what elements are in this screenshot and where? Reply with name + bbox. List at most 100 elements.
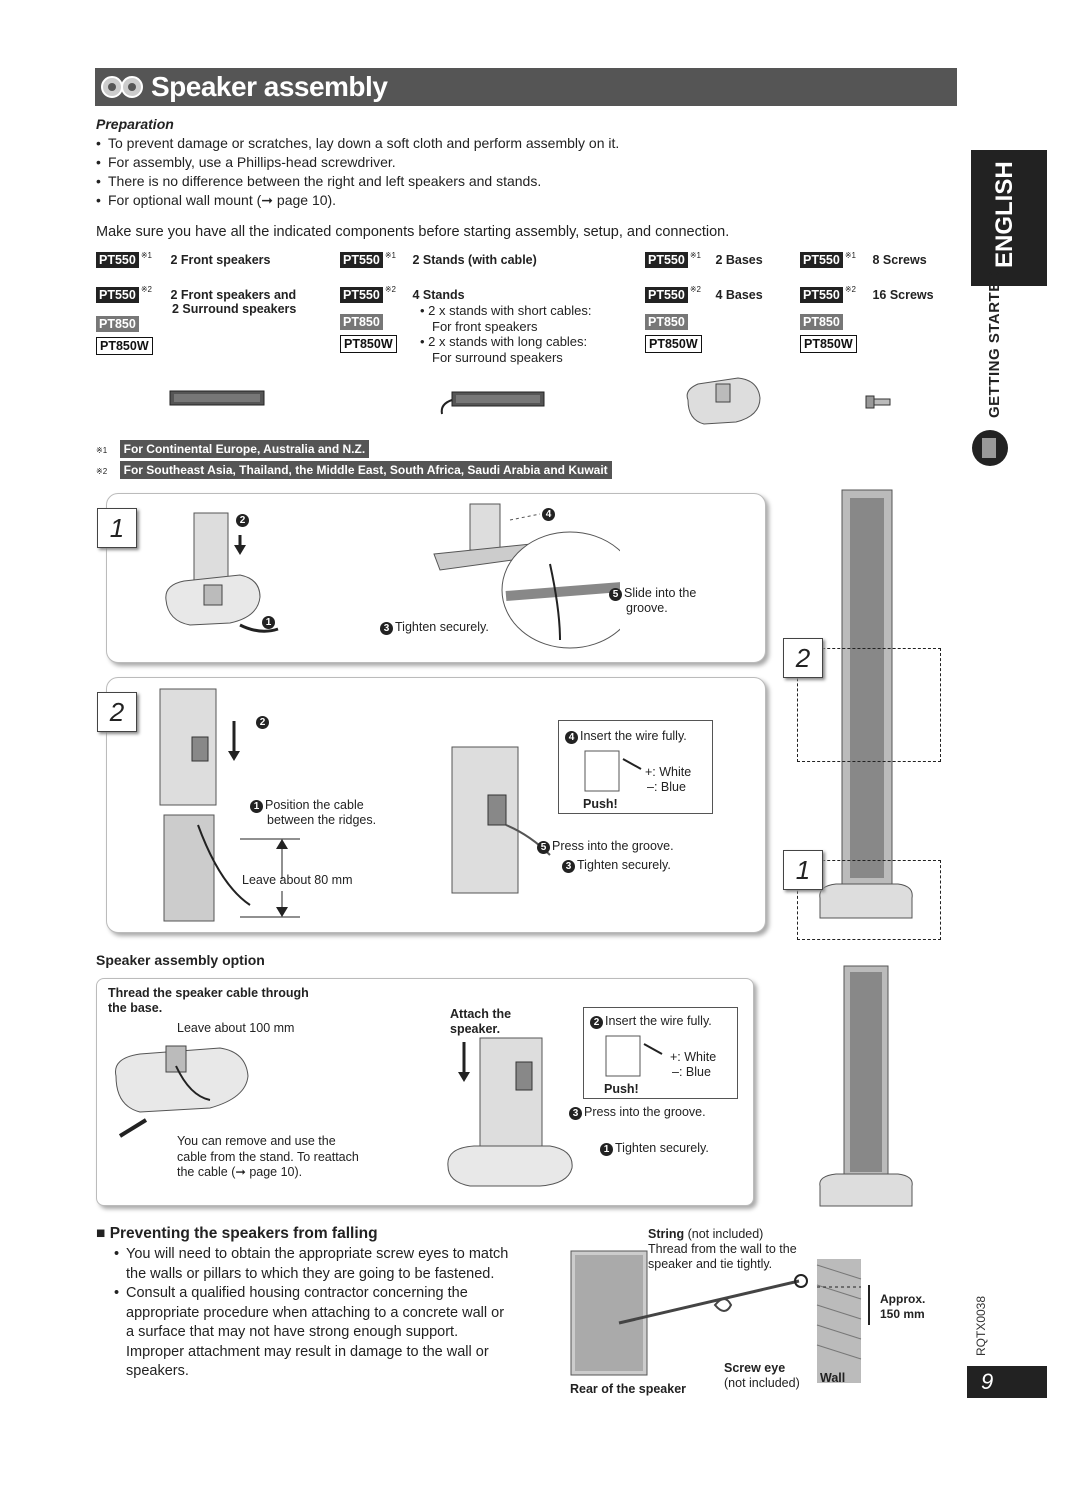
component-label: 16 Screws: [872, 287, 934, 302]
label-text: Tighten securely.: [577, 858, 671, 872]
components-intro: Make sure you have all the indicated com…: [96, 224, 730, 240]
footnote-mark: ※1: [689, 251, 701, 260]
marker-3: 3: [380, 622, 393, 635]
footnote-mark: ※2: [689, 285, 701, 295]
model-tag: PT850: [645, 313, 688, 330]
stand-detail: For surround speakers: [432, 349, 563, 365]
model-tag: PT550: [340, 286, 383, 303]
list-item: For optional wall mount (➞ page 10).: [96, 191, 796, 210]
marker-2: 2: [236, 514, 249, 527]
label-text: Insert the wire fully.: [580, 729, 687, 743]
label-text: (not included): [687, 1227, 764, 1241]
page-number: 9: [967, 1366, 1047, 1398]
component-label: 8 Screws: [872, 253, 927, 268]
preparation-list: To prevent damage or scratches, lay down…: [96, 134, 796, 210]
marker-3: 3: [562, 860, 575, 873]
footnote-mark: ※1: [384, 251, 396, 260]
stand-illustration: [440, 391, 545, 415]
model-tag: PT550: [800, 252, 843, 269]
step-2-left-illustration: [159, 688, 300, 922]
label-text: speaker.: [450, 1022, 501, 1036]
label-text: Push!: [604, 1082, 639, 1096]
footnote-text: For Continental Europe, Australia and N.…: [119, 440, 370, 458]
screw-eye-label: Screw eye (not included): [724, 1361, 800, 1391]
label-text: groove.: [626, 601, 668, 615]
wall-label: Wall: [820, 1371, 846, 1385]
footnote-mark: ※1: [96, 446, 108, 455]
label-text: Attach the: [450, 1007, 512, 1021]
footnote-mark: ※2: [140, 285, 152, 295]
model-tag: PT850W: [96, 336, 153, 355]
language-tab: ENGLISH: [971, 150, 1047, 286]
label-text: Leave about 100 mm: [177, 1021, 295, 1035]
step-number: 1: [97, 508, 137, 548]
marker-2: 2: [256, 716, 269, 729]
marker-1: 1: [250, 800, 263, 813]
option-heading: Speaker assembly option: [96, 952, 265, 968]
component-label: 2 Front speakers: [170, 253, 271, 268]
label-text: Insert the wire fully.: [605, 1014, 712, 1028]
footnote-mark: ※1: [844, 251, 856, 260]
front-speaker-illustration: [169, 390, 265, 406]
preparation-heading: Preparation: [96, 116, 174, 132]
marker-2: 2: [590, 1016, 603, 1029]
screw-icon: [865, 395, 891, 409]
stand-detail: 2 x stands with long cables:: [428, 334, 588, 349]
label-text: Thread the speaker cable through: [108, 986, 309, 1000]
approx-label: Approx.150 mm: [880, 1292, 925, 1322]
component-screws: PT550※1 8 Screws PT550※2 16 Screws PT850…: [800, 251, 960, 353]
string-label: String (not included) Thread from the wa…: [648, 1227, 797, 1272]
footnote-2: ※2 For Southeast Asia, Thailand, the Mid…: [96, 461, 612, 479]
model-tag: PT850W: [800, 334, 857, 353]
option-speaker-illustration: [447, 1037, 573, 1187]
list-item: • 2 x stands with long cables:: [420, 334, 588, 349]
label-text: 150 mm: [880, 1307, 925, 1321]
component-label: 2 Stands (with cable): [412, 253, 537, 268]
marker-1: 1: [600, 1143, 613, 1156]
component-label: 4 Stands: [412, 287, 465, 302]
list-item: There is no difference between the right…: [96, 172, 796, 191]
marker-5: 5: [609, 588, 622, 601]
stand-detail: 2 x stands with short cables:: [428, 303, 592, 318]
model-tag: PT550: [800, 286, 843, 303]
square-bullet-icon: ■: [96, 1225, 106, 1242]
label-text: Push!: [583, 797, 618, 811]
component-front-speakers: PT550※1 2 Front speakers PT550※2 2 Front…: [96, 251, 326, 355]
base-illustration: [686, 377, 761, 425]
label-text: Tighten securely.: [395, 620, 489, 634]
connector-illustration: [584, 750, 642, 792]
model-tag: PT850: [340, 314, 383, 330]
label-text: between the ridges.: [267, 813, 377, 827]
label-text: Thread from the wall to the: [648, 1242, 797, 1256]
list-item: For assembly, use a Phillips-head screwd…: [96, 153, 796, 172]
label-text: the base.: [108, 1001, 163, 1015]
label-text: Press into the groove.: [584, 1105, 706, 1119]
label-text: Tighten securely.: [615, 1141, 709, 1155]
label-text: String: [648, 1227, 685, 1241]
footnote-mark: ※2: [844, 285, 856, 295]
marker-4: 4: [565, 731, 578, 744]
model-tag: PT850: [96, 315, 139, 332]
step-2-speaker-illustration: [451, 746, 551, 894]
label-text: Screw eye: [724, 1361, 786, 1375]
component-label: 2 Front speakers and: [170, 287, 297, 302]
marker-5: 5: [537, 841, 550, 854]
stands-details: • 2 x stands with short cables: For fron…: [420, 303, 630, 365]
falling-list: You will need to obtain the appropriate …: [114, 1245, 514, 1382]
label-text: You can remove and use the: [177, 1134, 336, 1148]
heading-text: Preventing the speakers from falling: [109, 1225, 378, 1242]
list-item: Consult a qualified housing contractor c…: [114, 1284, 514, 1382]
title-bar: Speaker assembly: [95, 68, 957, 106]
speaker-logo-icon: [101, 76, 143, 98]
option-assembled-illustration: [819, 965, 913, 1207]
